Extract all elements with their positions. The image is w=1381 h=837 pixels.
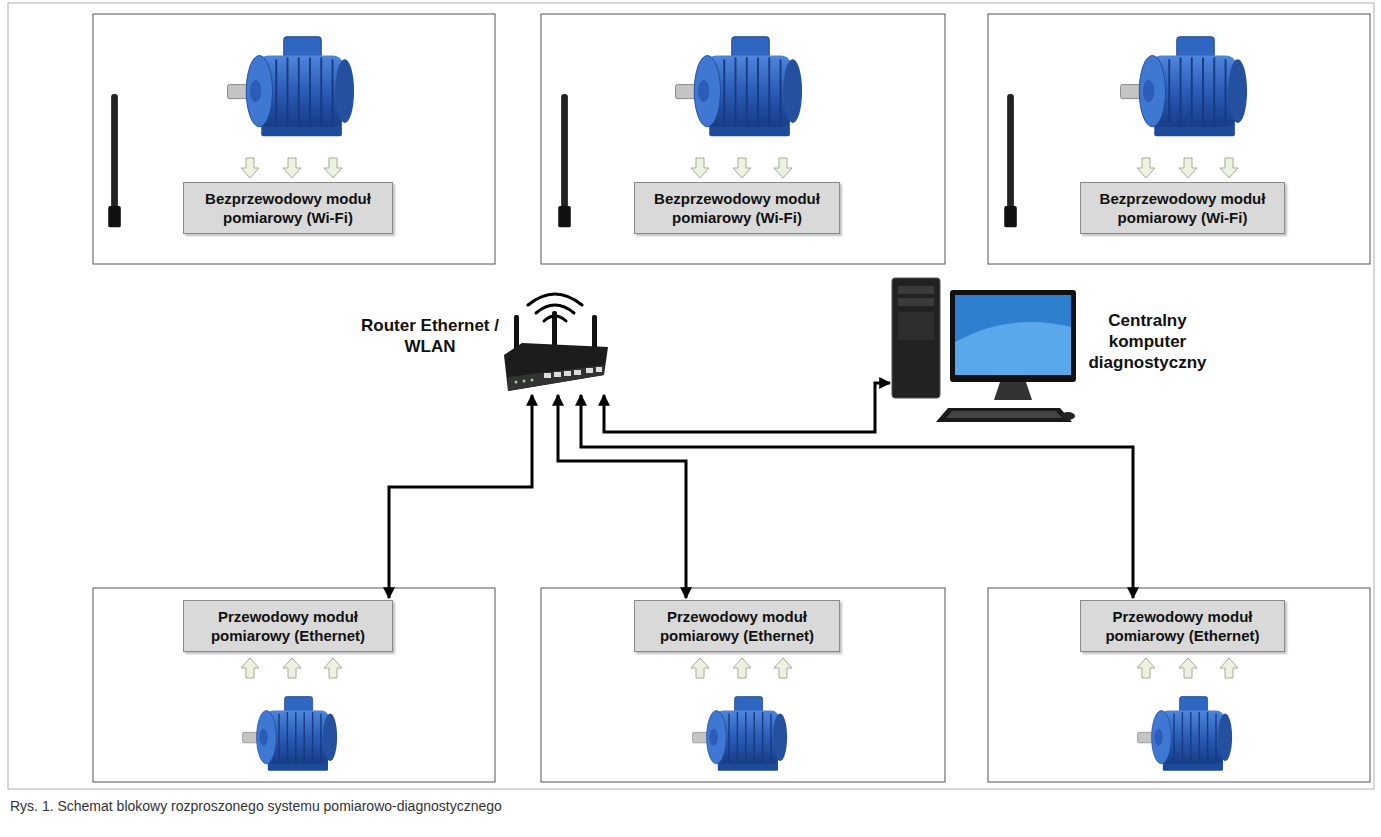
computer-node: Centralny komputer diagnostyczny — [890, 272, 1210, 432]
network-link — [604, 383, 890, 432]
module-label: Przewodowy moduł pomiarowy (Ethernet) — [643, 607, 831, 645]
module-label: Bezprzewodowy moduł pomiarowy (Wi-Fi) — [192, 189, 384, 227]
measurement-module-box: Bezprzewodowy moduł pomiarowy (Wi-Fi) — [634, 182, 840, 234]
measurement-module-box: Bezprzewodowy moduł pomiarowy (Wi-Fi) — [183, 182, 393, 234]
module-label: Przewodowy moduł pomiarowy (Ethernet) — [1089, 607, 1276, 645]
router-node: Router Ethernet / WLAN — [360, 285, 610, 393]
measurement-module-box: Bezprzewodowy moduł pomiarowy (Wi-Fi) — [1080, 182, 1285, 234]
node-label: Router Ethernet / WLAN — [360, 315, 500, 357]
network-link — [389, 395, 532, 598]
measurement-module-box: Przewodowy moduł pomiarowy (Ethernet) — [183, 600, 393, 652]
module-label: Bezprzewodowy moduł pomiarowy (Wi-Fi) — [1089, 189, 1276, 227]
node-label: Centralny komputer diagnostyczny — [1085, 310, 1210, 373]
network-link — [581, 395, 1133, 598]
router-icon — [500, 285, 610, 393]
module-label: Przewodowy moduł pomiarowy (Ethernet) — [192, 607, 384, 645]
computer-icon — [890, 272, 1080, 432]
figure-caption: Rys. 1. Schemat blokowy rozproszonego sy… — [10, 798, 502, 814]
module-label: Bezprzewodowy moduł pomiarowy (Wi-Fi) — [643, 189, 831, 227]
network-link — [558, 395, 686, 598]
measurement-module-box: Przewodowy moduł pomiarowy (Ethernet) — [634, 600, 840, 652]
measurement-module-box: Przewodowy moduł pomiarowy (Ethernet) — [1080, 600, 1285, 652]
